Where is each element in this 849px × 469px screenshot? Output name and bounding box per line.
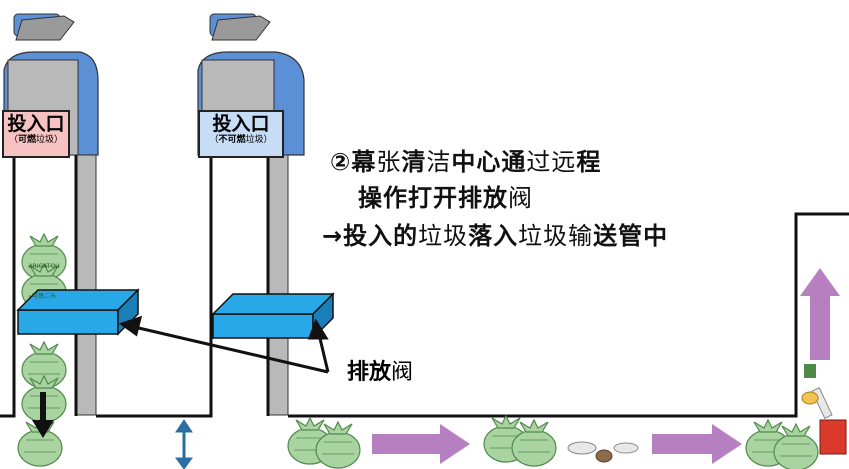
caption-1-segment: 洁: [426, 148, 452, 176]
down-arrow-icon: [32, 392, 54, 438]
caption-3-segment: 送管中: [593, 222, 669, 250]
inlet-subtitle: （可燃垃圾）: [8, 135, 64, 145]
caption-line-1: ②幕张清洁中心通过远程: [330, 142, 601, 177]
discharge-valve-1: [16, 288, 140, 336]
caption-1-segment: 程: [576, 148, 602, 176]
caption-1-segment: 过远: [526, 148, 577, 176]
flow-arrows: [372, 268, 840, 464]
inlet-title: 投入口: [212, 113, 270, 135]
valve-label: 排放阀: [347, 354, 413, 386]
bag-brand-label: ARIGATOU: [28, 263, 59, 270]
caption-1-segment: 清: [401, 148, 427, 176]
inlet-label-combustible: 投入口 （可燃垃圾）: [2, 110, 70, 158]
inlet-title: 投入口: [7, 113, 65, 135]
valve-pointers: [118, 315, 330, 374]
caption-1-segment: 张: [376, 148, 402, 176]
caption-line-3: →投入的垃圾落入垃圾输送管中: [322, 216, 668, 251]
valve-label-segment: 阀: [391, 360, 414, 385]
chute-walls: [0, 155, 849, 418]
caption-line-2: 操作打开排放阀: [358, 178, 533, 213]
caption-3-segment: 落入: [468, 222, 519, 250]
debris: [567, 364, 847, 463]
caption-3-segment: 垃圾输: [518, 222, 594, 250]
inlet-label-noncombustible: 投入口 （不可燃垃圾）: [198, 110, 284, 158]
caption-1-segment: 中心通: [451, 148, 527, 176]
up-down-arrow-icon: [175, 419, 193, 469]
chute-2-back: [267, 154, 289, 416]
discharge-valve-2: [211, 292, 335, 340]
chute-1-back: [75, 154, 97, 416]
caption-2-segment: 阀: [508, 184, 533, 212]
caption-3-segment: 垃圾: [418, 222, 469, 250]
caption-1-segment: 幕: [351, 148, 377, 176]
caption-2-segment: 操作打开排放: [358, 184, 508, 212]
inlet-subtitle: （不可燃垃圾）: [209, 135, 273, 145]
caption-1-segment: ②: [330, 148, 352, 176]
bag-type-label: 可燃ごみ: [32, 292, 56, 300]
caption-3-segment: →投入的: [322, 222, 419, 250]
valve-label-segment: 排放: [347, 360, 392, 385]
